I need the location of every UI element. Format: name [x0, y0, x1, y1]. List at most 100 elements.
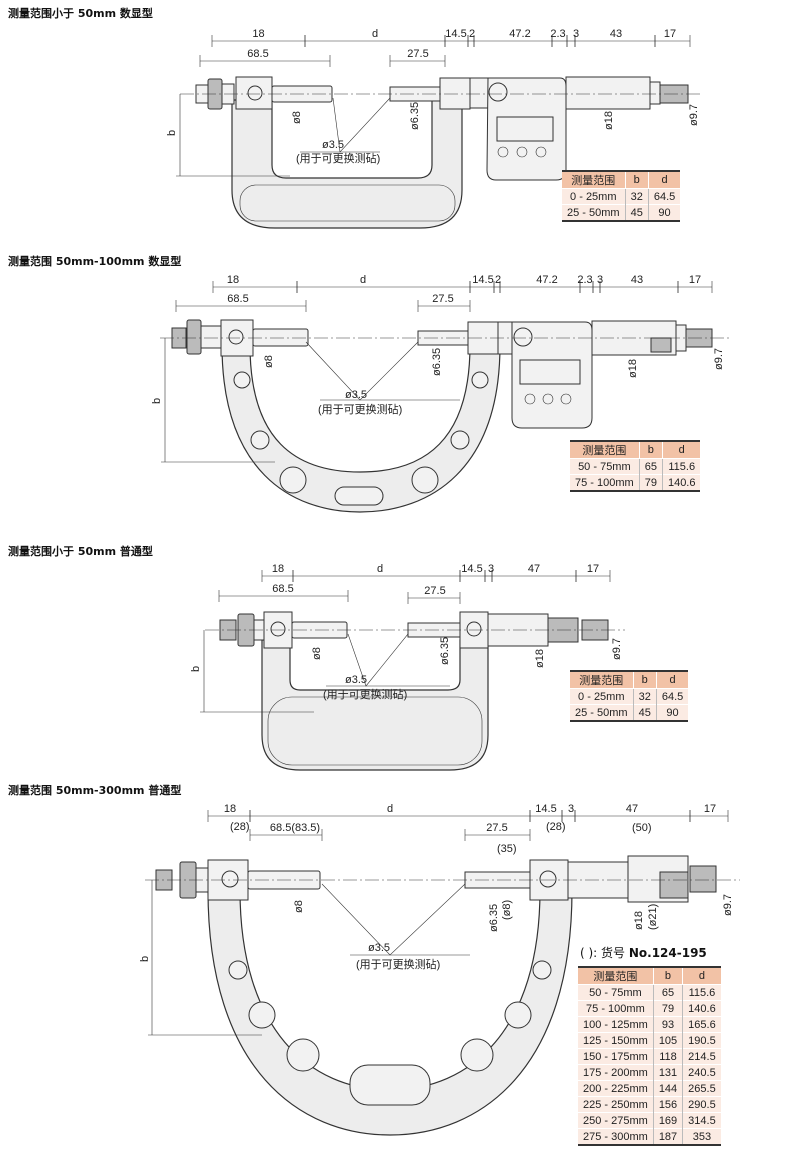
dimension-label: (50): [632, 822, 652, 834]
table-cell: 290.5: [682, 1096, 721, 1113]
dimension-label: 47: [626, 803, 638, 815]
column-header: 测量范围: [578, 967, 654, 985]
table-cell: 32: [624, 188, 649, 205]
table-cell: 93: [652, 1016, 683, 1033]
dimension-label: 2.3: [550, 28, 565, 40]
column-header: d: [655, 671, 689, 689]
table-cell: 240.5: [682, 1064, 721, 1081]
dimension-label: (35): [497, 843, 517, 855]
dimension-label: ø6.35: [409, 102, 421, 130]
column-header: 测量范围: [570, 441, 640, 459]
dimension-label: 68.5: [247, 48, 268, 60]
dimension-label: ø6.35: [431, 348, 443, 376]
dimension-label: ø8: [263, 355, 275, 368]
dimension-label: (ø8): [501, 900, 513, 920]
table-cell: 115.6: [682, 984, 721, 1001]
dimension-label: 17: [587, 563, 599, 575]
dimension-label: 3: [597, 274, 603, 286]
table-cell: 50 - 75mm: [578, 984, 654, 1001]
column-header: 测量范围: [562, 171, 626, 189]
column-header: d: [647, 171, 681, 189]
table-cell: 125 - 150mm: [578, 1032, 654, 1049]
table-cell: 64.5: [655, 688, 689, 705]
micrometer-3: [205, 611, 625, 771]
micrometer-4: [145, 855, 740, 1136]
table-cell: 79: [638, 474, 663, 491]
code-note-number: No.124-195: [628, 946, 707, 960]
micrometer-2: [160, 319, 730, 513]
code-note-prefix: ( ): 货号: [580, 946, 629, 960]
dimension-label: ø9.7: [722, 894, 734, 916]
table-cell: 131: [652, 1064, 683, 1081]
dimension-label: (ø21): [647, 904, 659, 930]
table-cell: 25 - 50mm: [562, 204, 626, 221]
dimension-label: ø18: [633, 911, 645, 930]
table-cell: 32: [632, 688, 657, 705]
dimension-label: (28): [230, 821, 250, 833]
column-header: d: [682, 967, 721, 985]
dimension-label: (28): [546, 821, 566, 833]
dimension-label: b: [151, 398, 163, 404]
table-cell: 64.5: [647, 188, 681, 205]
table-cell: 0 - 25mm: [570, 688, 634, 705]
dimension-label: d: [360, 274, 366, 286]
micrometer-1: [180, 76, 700, 229]
table-cell: 90: [655, 704, 689, 721]
dimension-label: 3: [568, 803, 574, 815]
column-header: d: [661, 441, 701, 459]
dimension-label: ø18: [627, 359, 639, 378]
table-cell: 190.5: [682, 1032, 721, 1049]
dimension-label: (用于可更换测砧): [296, 151, 380, 165]
table-cell: 353: [682, 1128, 721, 1145]
dimension-label: 27.5: [486, 822, 507, 834]
dimension-label: d: [377, 563, 383, 575]
dimension-label: 27.5: [432, 293, 453, 305]
dimension-label: d: [372, 28, 378, 40]
column-header: b: [632, 671, 657, 689]
table-cell: 165.6: [682, 1016, 721, 1033]
dimension-label: d: [387, 803, 393, 815]
section-title-2: 测量范围 50mm-100mm 数显型: [8, 255, 182, 268]
dimension-label: ø8: [311, 647, 323, 660]
table-cell: 65: [652, 984, 683, 1001]
table-cell: 175 - 200mm: [578, 1064, 654, 1081]
dimension-label: 47.2: [509, 28, 530, 40]
table-cell: 140.6: [661, 474, 701, 491]
dimension-label: ø8: [293, 900, 305, 913]
table-cell: 45: [624, 204, 649, 221]
table-cell: 75 - 100mm: [570, 474, 640, 491]
table-cell: 144: [652, 1080, 683, 1097]
dimension-label: 27.5: [407, 48, 428, 60]
column-header: b: [652, 967, 683, 985]
dimension-label: 18: [224, 803, 236, 815]
table-cell: 50 - 75mm: [570, 458, 640, 475]
column-header: 测量范围: [570, 671, 634, 689]
table-cell: 118: [652, 1048, 683, 1065]
dimension-label: (用于可更换测砧): [323, 687, 407, 701]
table-cell: 0 - 25mm: [562, 188, 626, 205]
dimension-label: 17: [689, 274, 701, 286]
dimension-label: ø18: [534, 649, 546, 668]
dimension-label: ø6.35: [488, 904, 500, 932]
dimension-label: ø3.5: [345, 674, 367, 686]
dimension-label: ø3.5: [345, 389, 367, 401]
dimension-label: 17: [664, 28, 676, 40]
table-cell: 140.6: [682, 1000, 721, 1017]
column-header: b: [624, 171, 649, 189]
dimension-label: 14.5: [445, 28, 466, 40]
dimension-label: 17: [704, 803, 716, 815]
dimension-label: ø8: [291, 111, 303, 124]
